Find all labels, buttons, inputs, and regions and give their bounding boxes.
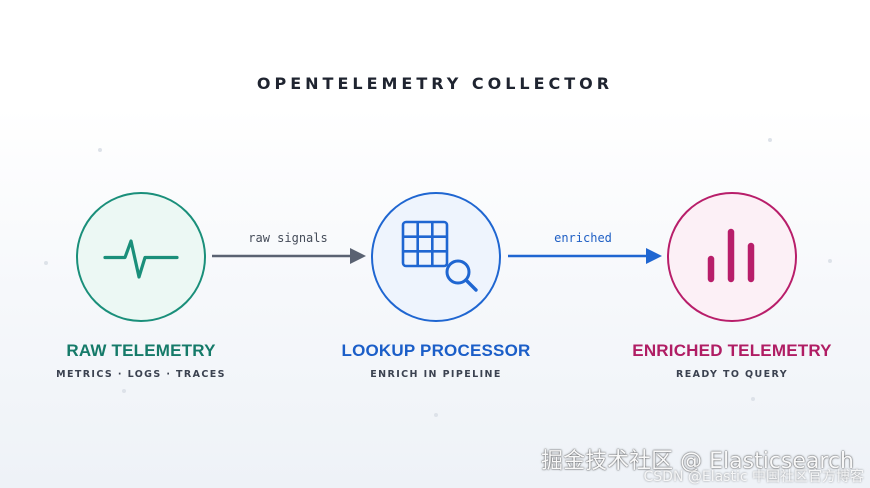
watermark-juejin: 掘金技术社区 @ Elasticsearch (541, 449, 854, 474)
background-dot (44, 261, 48, 265)
node-sublabel-raw-telemetry: METRICS · LOGS · TRACES (56, 369, 226, 380)
arrow-raw-signals (212, 248, 366, 264)
diagram-title: OPENTELEMETRY COLLECTOR (256, 74, 614, 93)
node-label-lookup-processor: LOOKUP PROCESSOR (341, 341, 531, 360)
node-lookup-processor (371, 192, 501, 322)
background-dot (828, 259, 832, 263)
arrowhead-icon (646, 248, 662, 264)
background-dot (434, 413, 438, 417)
node-sublabel-enriched-telemetry: READY TO QUERY (676, 369, 788, 380)
watermark-csdn: CSDN @Elastic 中国社区官方博客 (643, 469, 865, 485)
table-search-icon (401, 220, 478, 292)
node-label-raw-telemetry: RAW TELEMETRY (66, 341, 216, 360)
arrowhead-icon (350, 248, 366, 264)
background-dot (768, 138, 772, 142)
arrow-label-enriched: enriched (554, 231, 612, 245)
bar-chart-icon (707, 228, 755, 283)
pulse-icon (103, 239, 179, 279)
background-dot (98, 148, 102, 152)
node-sublabel-lookup-processor: ENRICH IN PIPELINE (370, 369, 502, 380)
background-dot (122, 389, 126, 393)
background-dot (751, 397, 755, 401)
node-raw-telemetry (76, 192, 206, 322)
arrow-label-raw-signals: raw signals (248, 231, 328, 245)
node-enriched-telemetry (667, 192, 797, 322)
node-label-enriched-telemetry: ENRICHED TELEMETRY (632, 341, 832, 360)
arrow-enriched (508, 248, 662, 264)
